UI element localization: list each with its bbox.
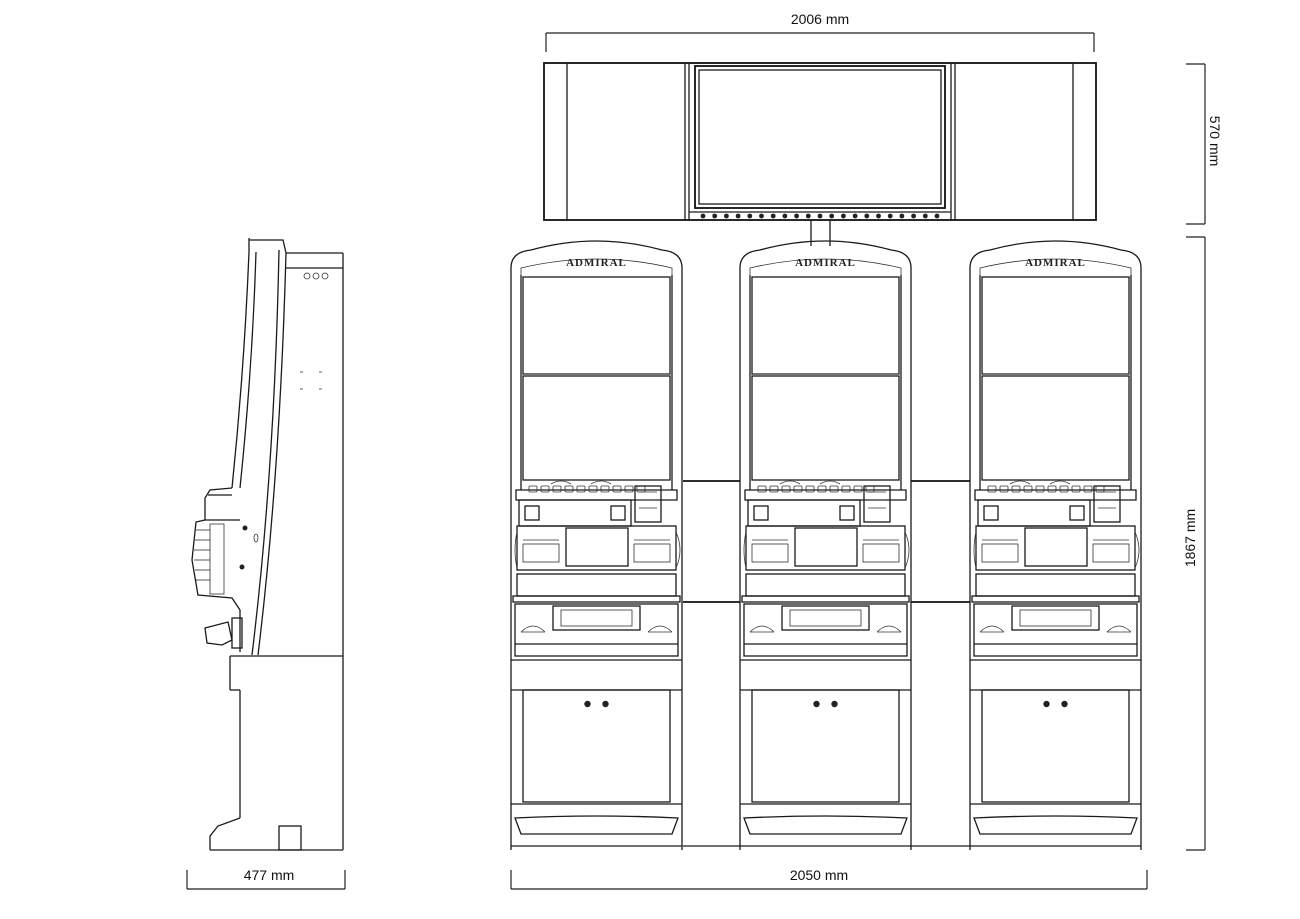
side-view-cabinet	[191, 238, 344, 851]
led-dot	[829, 213, 835, 219]
led-dot	[700, 213, 706, 219]
brand-label: ADMIRAL	[1025, 257, 1086, 269]
led-dot	[899, 213, 905, 219]
top-box-display	[543, 62, 1097, 246]
brand-label: ADMIRAL	[795, 257, 856, 269]
led-dot	[817, 213, 823, 219]
cabinet-height-label: 1867 mm	[1182, 509, 1198, 567]
dimension-cabinets-width: 2050 mm	[510, 867, 1148, 890]
led-dot	[911, 213, 916, 219]
cabinets-width-label: 2050 mm	[790, 867, 848, 883]
led-dot	[841, 213, 846, 219]
led-dot	[876, 213, 881, 219]
topbox-height-label: 570 mm	[1207, 116, 1223, 167]
led-dot	[735, 213, 741, 219]
front-view-cabinets: ADMIRAL ADMIRAL ADMIRAL	[510, 240, 1142, 850]
led-dot	[864, 213, 870, 219]
side-width-label: 477 mm	[244, 867, 295, 883]
dimension-top-height: 570 mm	[1186, 63, 1223, 225]
led-dot	[805, 213, 811, 219]
dimension-cabinet-height: 1867 mm	[1182, 236, 1206, 851]
dimension-side-width: 477 mm	[186, 867, 346, 890]
led-dot	[887, 213, 893, 219]
led-dot	[747, 213, 753, 219]
dimension-top-width: 2006 mm	[545, 11, 1095, 52]
led-dot	[852, 213, 858, 219]
led-dot	[712, 213, 718, 219]
led-dot	[794, 213, 799, 219]
led-dot	[724, 213, 729, 219]
led-dot	[782, 213, 788, 219]
brand-label: ADMIRAL	[566, 257, 627, 269]
slot-cabinet-1: ADMIRAL	[510, 240, 683, 850]
slot-cabinet-2: ADMIRAL	[739, 240, 912, 850]
slot-cabinet-3: ADMIRAL	[969, 240, 1142, 850]
topbox-width-label: 2006 mm	[791, 11, 849, 27]
led-dot	[770, 213, 776, 219]
led-dot	[922, 213, 928, 219]
cabinet-connectors	[683, 480, 970, 847]
led-dot	[759, 213, 764, 219]
top-box-led-dots	[700, 213, 940, 219]
led-dot	[934, 213, 940, 219]
